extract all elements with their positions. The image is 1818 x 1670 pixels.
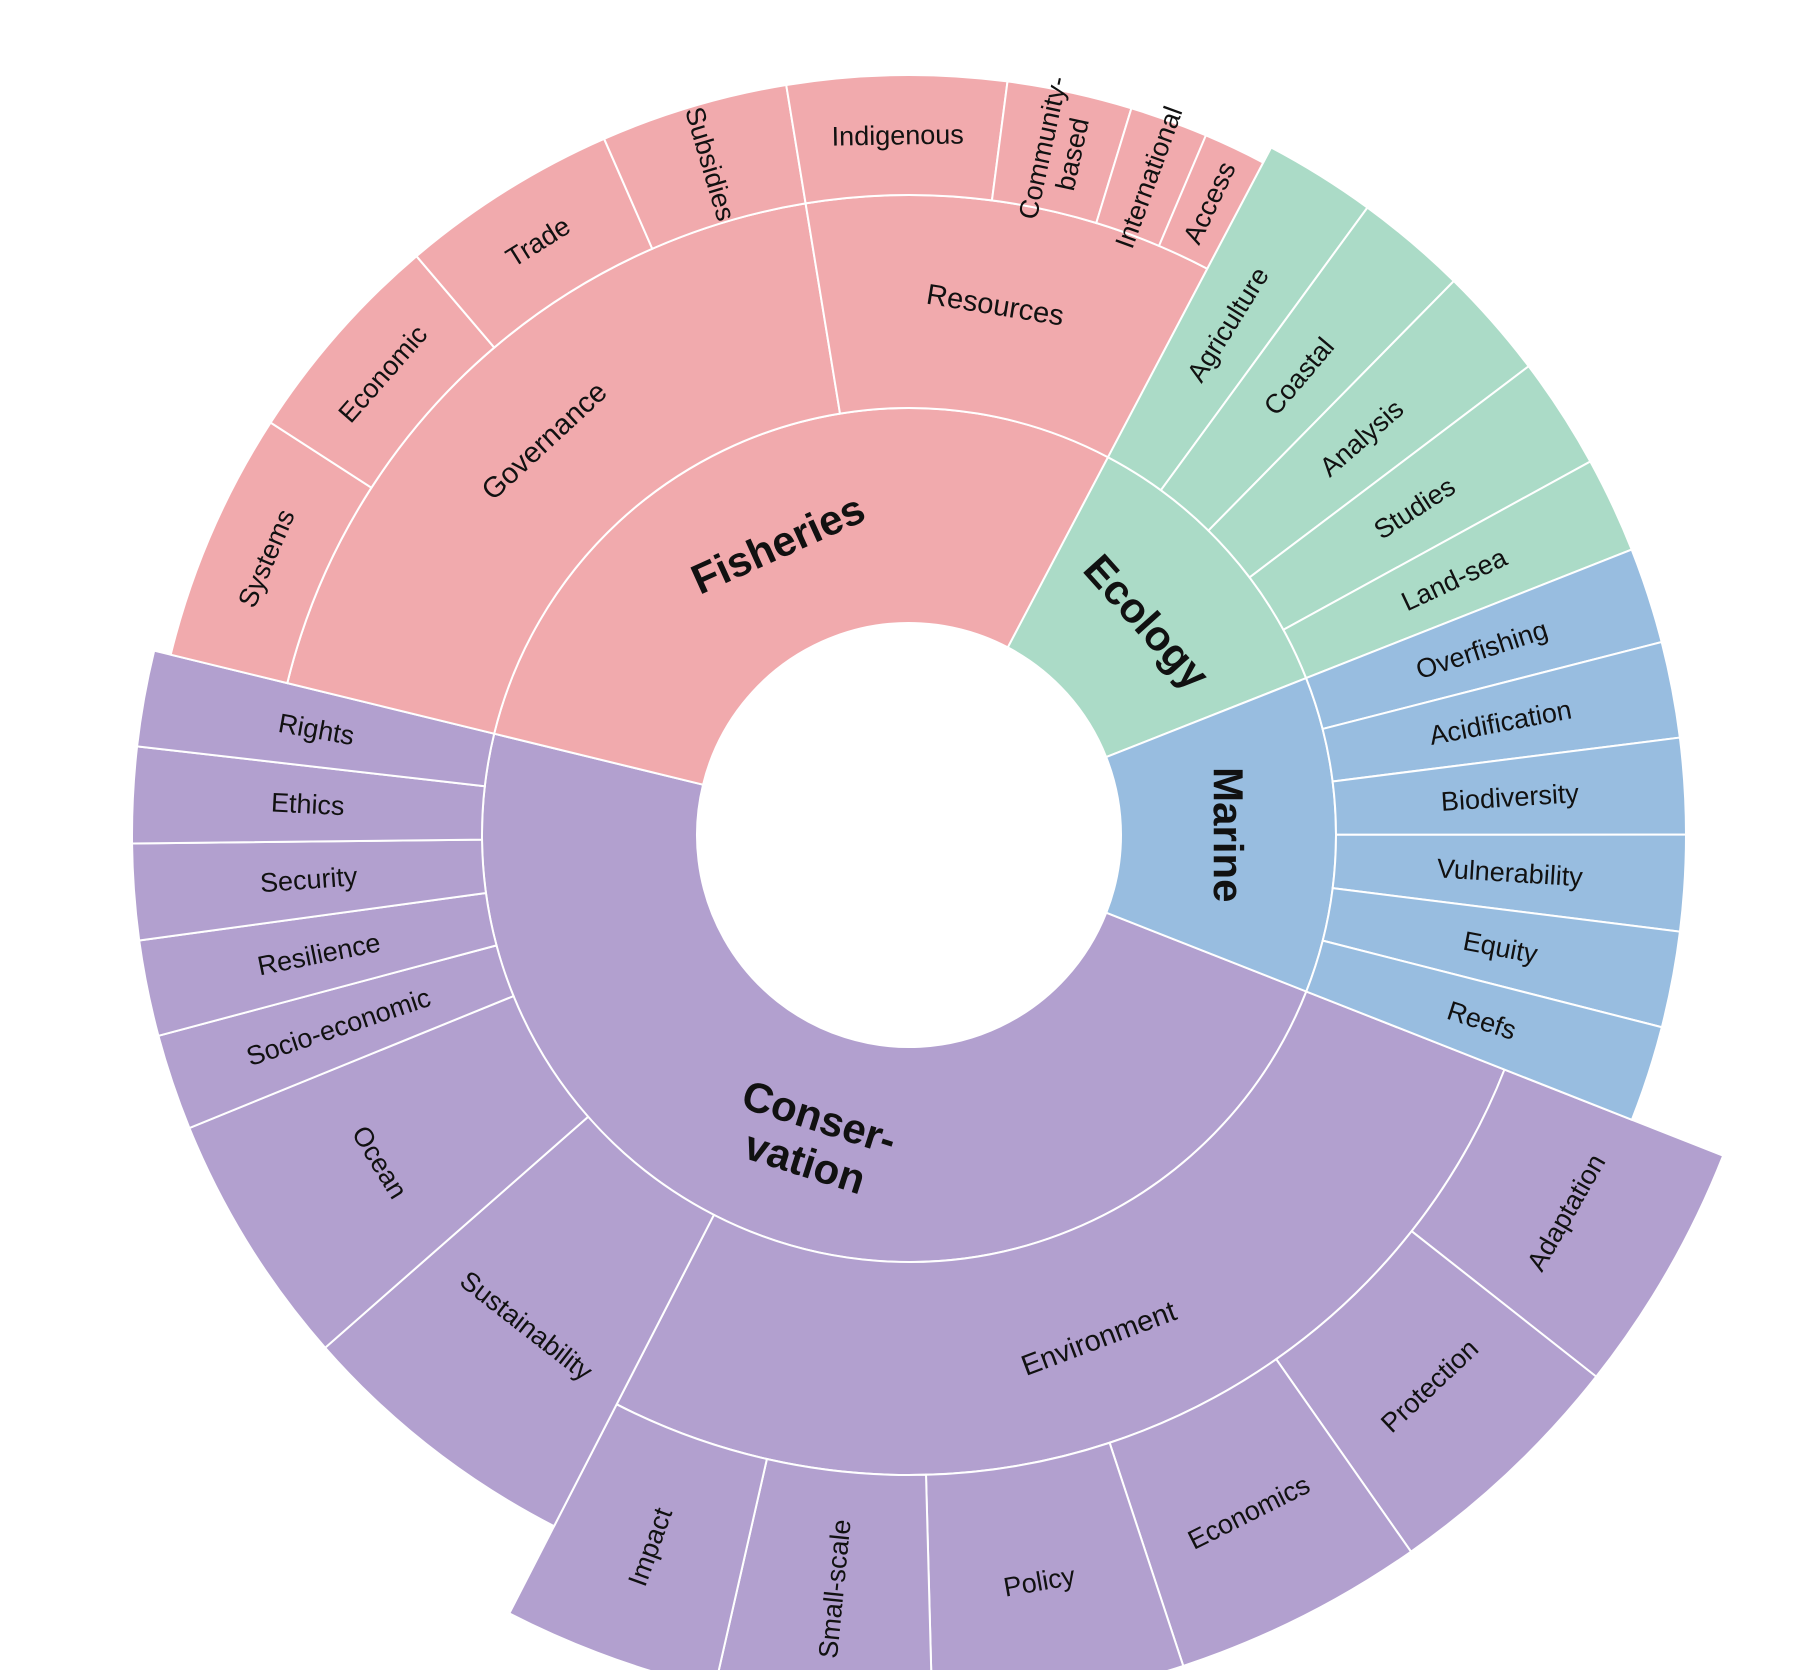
segment-reefs[interactable] xyxy=(1304,939,1664,1122)
label-marine: Marine xyxy=(1205,767,1252,902)
label-ethics: Ethics xyxy=(270,787,345,821)
label-security: Security xyxy=(259,861,359,898)
segment-policy[interactable] xyxy=(924,1441,1185,1670)
segments-layer xyxy=(131,74,1725,1670)
label-indigenous: Indigenous xyxy=(831,119,964,151)
